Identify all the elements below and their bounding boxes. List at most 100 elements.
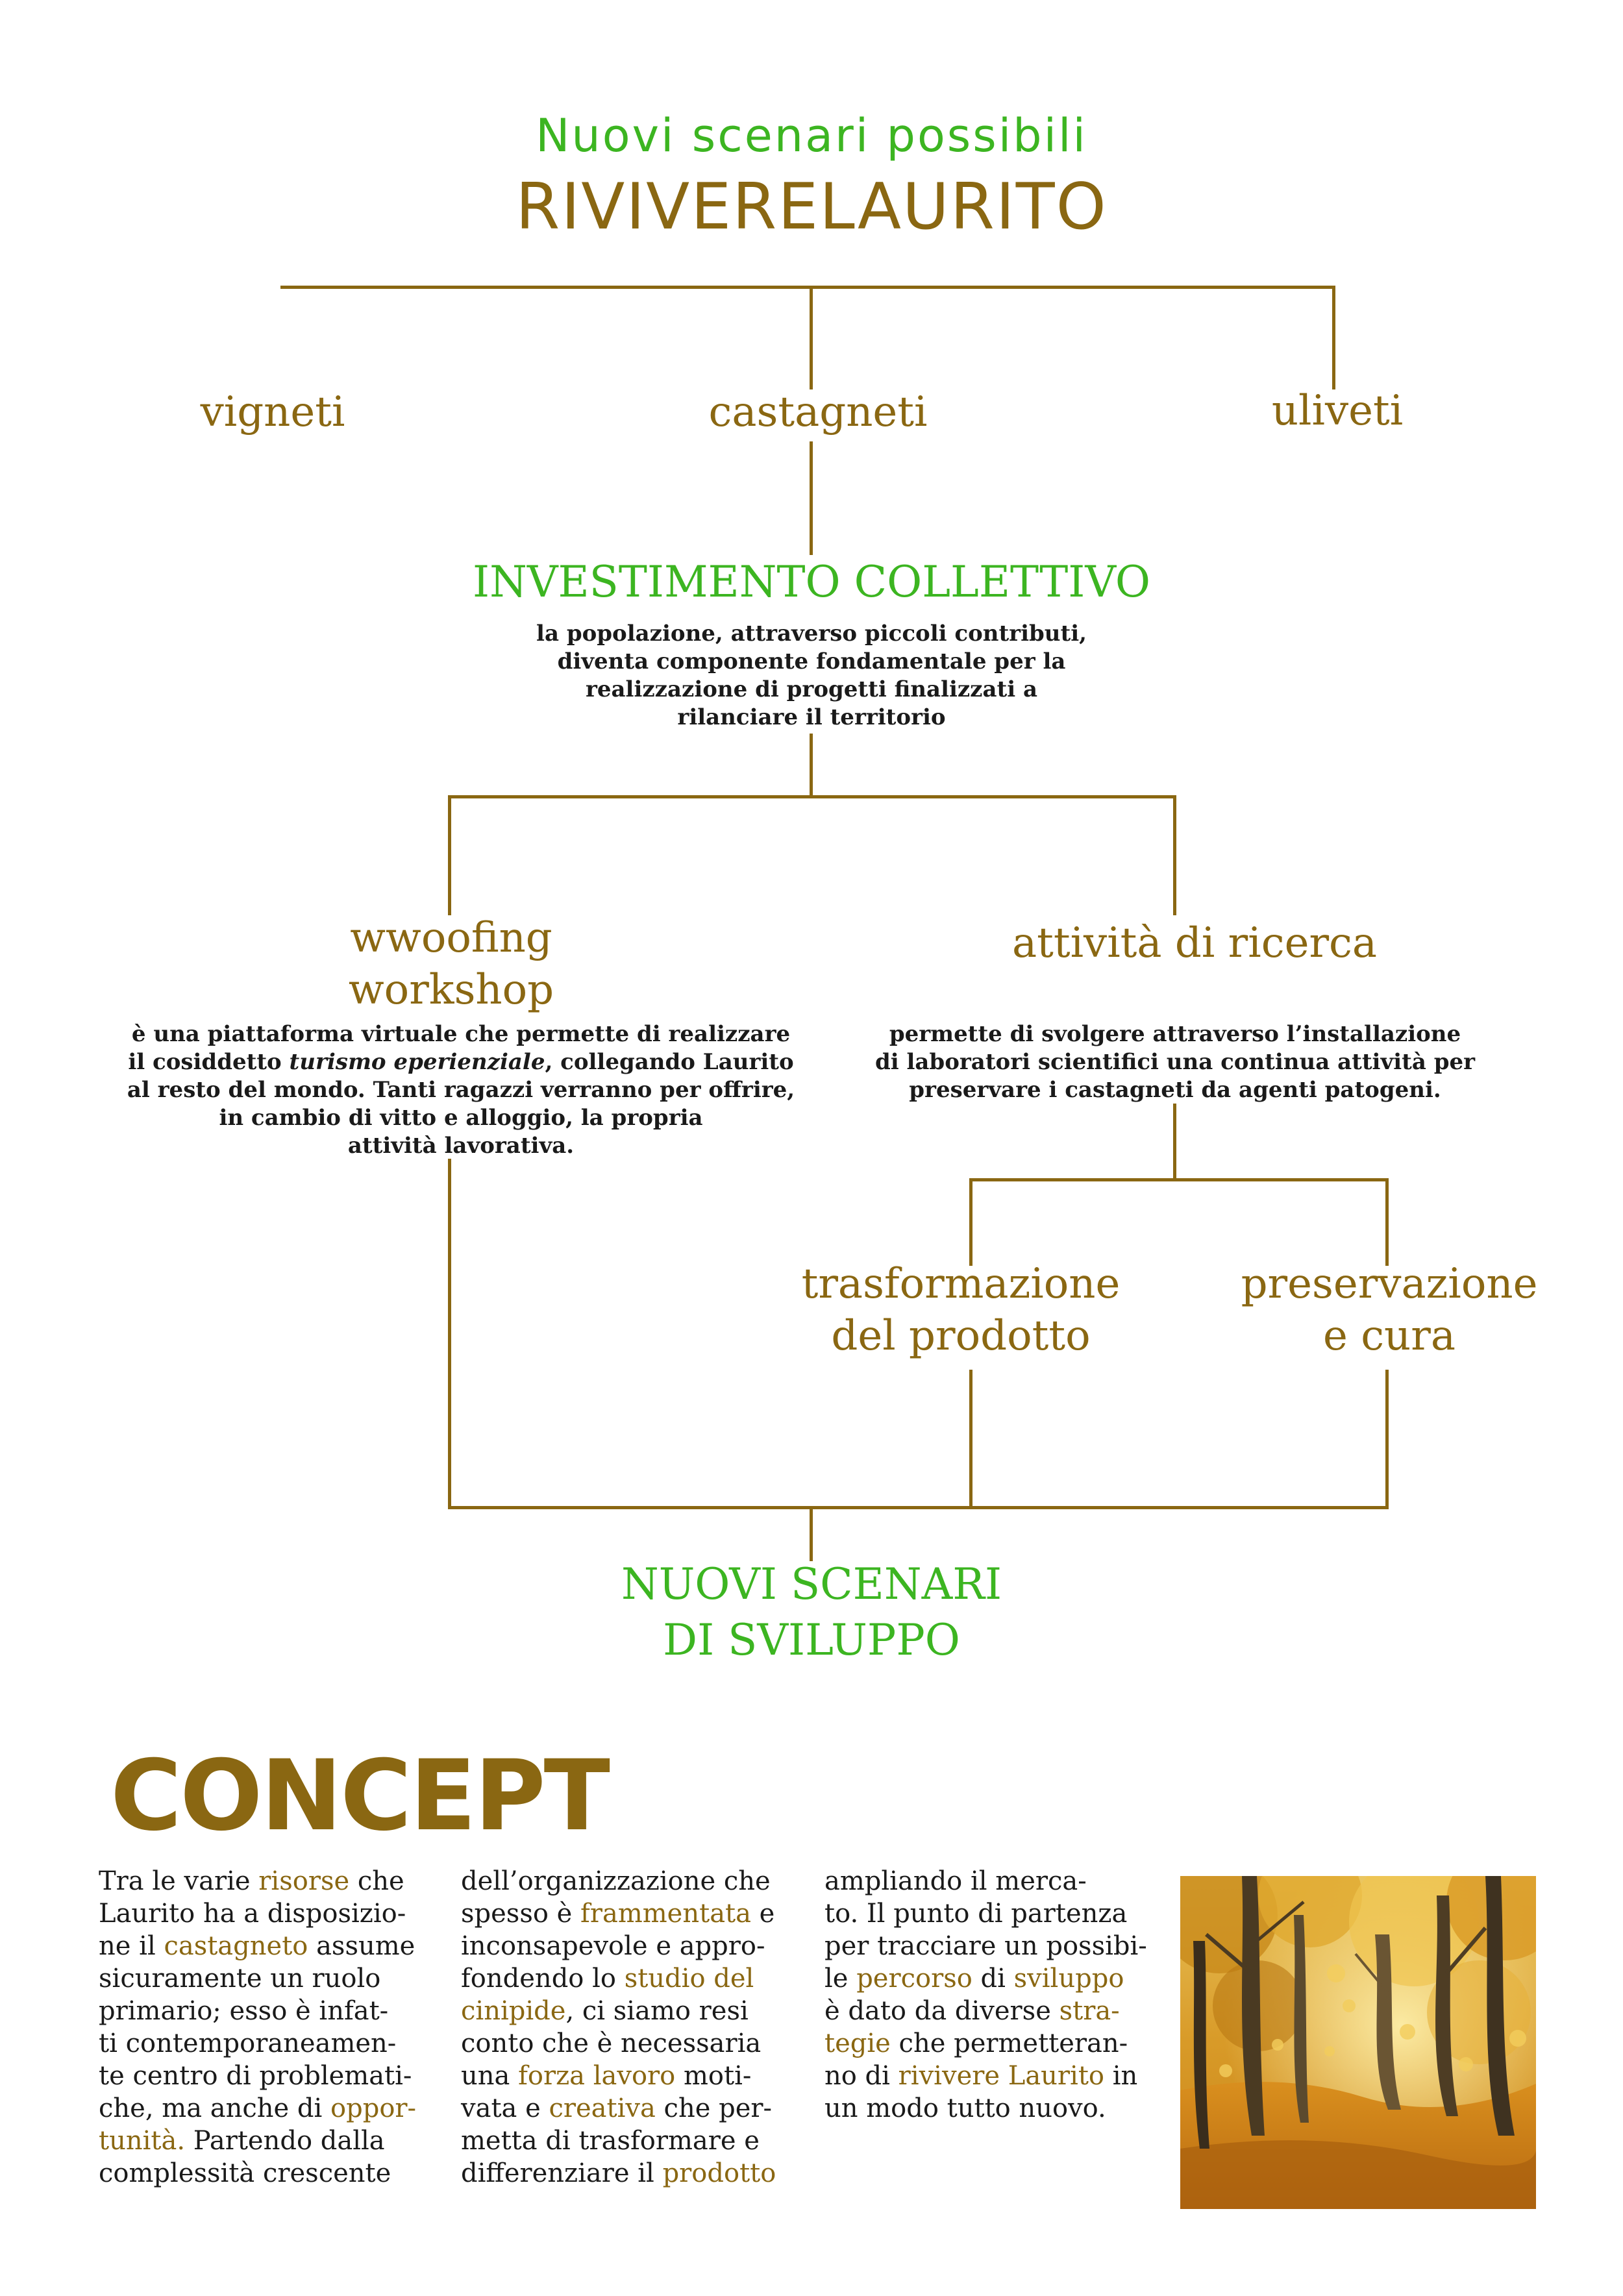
highlighted-term: creativa <box>549 2093 656 2123</box>
text-line: diventa componente fondamentale per la <box>557 648 1066 674</box>
concept-text-span: di <box>972 1964 1014 1994</box>
title-line: preservazione <box>1241 1260 1538 1308</box>
concept-text-line: le percorso di sviluppo <box>824 1962 1163 1995</box>
text-line: rilanciare il territorio <box>677 704 946 730</box>
concept-heading: CONCEPT <box>110 1740 610 1853</box>
text-line: la popolazione, attraverso piccoli contr… <box>536 621 1087 647</box>
concept-text-span: to. Il punto di partenza <box>824 1899 1128 1929</box>
concept-text-span: un modo tutto nuovo. <box>824 2093 1106 2123</box>
concept-text-span: le <box>824 1964 857 1994</box>
title-line: NUOVI SCENARI <box>621 1559 1002 1609</box>
concept-text-span: che permetteran- <box>890 2029 1128 2058</box>
concept-text-line: Tra le varie risorse che <box>99 1865 438 1897</box>
concept-text-span: Tra le varie <box>99 1866 259 1896</box>
concept-text-line: cinipide, ci siamo resi <box>461 1995 801 2027</box>
text-line: è una piattaforma virtuale che permette … <box>131 1021 791 1047</box>
ricerca-title: attività di ricerca <box>1011 919 1378 967</box>
connector-investimento-down <box>810 734 813 798</box>
connector-top-horizontal <box>280 286 1335 289</box>
concept-text-span: , ci siamo resi <box>565 1996 749 2026</box>
connector-preservazione-down <box>1385 1370 1389 1509</box>
ricerca-description: permette di svolgere attraverso l’instal… <box>844 1020 1506 1104</box>
connector-top-right <box>1332 286 1335 389</box>
concept-text-span: dell’organizzazione che <box>461 1866 771 1896</box>
highlighted-term: castagneto <box>164 1931 308 1961</box>
concept-text-line: ampliando il merca- <box>824 1865 1163 1897</box>
connector-trasformazione-down <box>969 1370 973 1509</box>
text-line: realizzazione di progetti finalizzati a <box>585 676 1038 702</box>
highlighted-term: risorse <box>258 1866 350 1896</box>
concept-text-span: conto che è necessaria <box>461 2029 762 2058</box>
concept-text-span: metta di trasformare e <box>461 2126 760 2156</box>
title-line: wwoofing <box>350 914 552 962</box>
concept-text-span: che <box>349 1866 404 1896</box>
highlighted-term: cinipide <box>461 1996 566 2026</box>
highlighted-term: stra- <box>1059 1996 1120 2026</box>
concept-text-span: per tracciare un possibi- <box>824 1931 1147 1961</box>
concept-text-line: dell’organizzazione che <box>461 1865 801 1897</box>
concept-text-span: è dato da diverse <box>824 1996 1059 2026</box>
concept-text-span: no di <box>824 2061 898 2091</box>
concept-text-line: tunità. Partendo dalla <box>99 2125 438 2157</box>
text-line: preservare i castagneti da agenti patoge… <box>909 1077 1441 1103</box>
title-line: e cura <box>1322 1312 1456 1360</box>
text-span: il cosiddetto <box>128 1049 290 1075</box>
emphasis-text: turismo eperienziale <box>289 1049 545 1075</box>
investimento-description: la popolazione, attraverso piccoli contr… <box>422 620 1201 732</box>
text-line: permette di svolgere attraverso l’instal… <box>889 1021 1461 1047</box>
concept-text-span: Laurito ha a disposizio- <box>99 1899 406 1929</box>
wwoofing-title: wwoofing workshop <box>292 912 610 1016</box>
connector-ricerca-down <box>1173 1104 1176 1181</box>
concept-text-line: vata e creativa che per- <box>461 2092 801 2125</box>
text-line: in cambio di vitto e alloggio, la propri… <box>219 1105 703 1131</box>
concept-text-line: metta di trasformare e <box>461 2125 801 2157</box>
branch-vigneti: vigneti <box>200 388 345 436</box>
concept-text-line: te centro di problemati- <box>99 2060 438 2092</box>
title-line: workshop <box>348 966 554 1014</box>
connector-split-left <box>448 795 451 915</box>
connector-ricerca-split <box>969 1178 1389 1181</box>
title-line: del prodotto <box>831 1312 1091 1360</box>
concept-text-line: primario; esso è infat- <box>99 1995 438 2027</box>
connector-bottom-horizontal <box>448 1506 1389 1509</box>
concept-text-line: una forza lavoro moti- <box>461 2060 801 2092</box>
concept-text-line: per tracciare un possibi- <box>824 1930 1163 1962</box>
concept-text-span: e <box>750 1899 775 1929</box>
text-line: al resto del mondo. Tanti ragazzi verran… <box>127 1077 795 1103</box>
preservazione-title: preservazione e cura <box>1208 1258 1571 1362</box>
text-span: , collegando Laurito <box>545 1049 794 1075</box>
concept-text-span: assume <box>308 1931 415 1961</box>
concept-text-line: to. Il punto di partenza <box>824 1897 1163 1930</box>
subtitle: Nuovi scenari possibili <box>536 109 1087 162</box>
concept-text-line: spesso è frammentata e <box>461 1897 801 1930</box>
text-line: di laboratori scientifici una continua a… <box>874 1049 1476 1075</box>
highlighted-term: forza lavoro <box>518 2061 676 2091</box>
concept-text-span: che, ma anche di <box>99 2093 331 2123</box>
concept-text-line: ti contemporaneamen- <box>99 2027 438 2060</box>
connector-sviluppo-up <box>810 1506 813 1561</box>
concept-text-span: Partendo dalla <box>185 2126 385 2156</box>
concept-text-span: differenziare il <box>461 2158 663 2188</box>
concept-text-line: inconsapevole e appro- <box>461 1930 801 1962</box>
concept-text-line: ne il castagneto assume <box>99 1930 438 1962</box>
highlighted-term: rivivere Laurito <box>898 2061 1104 2091</box>
concept-text-span: spesso è <box>461 1899 581 1929</box>
concept-text-line: fondendo lo studio del <box>461 1962 801 1995</box>
title-line: trasformazione <box>801 1260 1121 1308</box>
connector-split-right <box>1173 795 1176 915</box>
trasformazione-title: trasformazione del prodotto <box>779 1258 1143 1362</box>
concept-text-span: moti- <box>675 2061 752 2091</box>
highlighted-term: percorso <box>856 1964 973 1994</box>
investimento-title: INVESTIMENTO COLLETTIVO <box>473 557 1150 607</box>
concept-text-span: sicuramente un ruolo <box>99 1964 381 1994</box>
connector-trasformazione-up <box>969 1178 973 1266</box>
connector-wwoofing-down <box>448 1159 451 1509</box>
branch-uliveti: uliveti <box>1271 387 1404 435</box>
wwoofing-description: è una piattaforma virtuale che permette … <box>104 1020 818 1160</box>
concept-text-line: Laurito ha a disposizio- <box>99 1897 438 1930</box>
concept-text-line: no di rivivere Laurito in <box>824 2060 1163 2092</box>
concept-text-line: differenziare il prodotto <box>461 2157 801 2190</box>
text-line: attività lavorativa. <box>347 1133 575 1159</box>
